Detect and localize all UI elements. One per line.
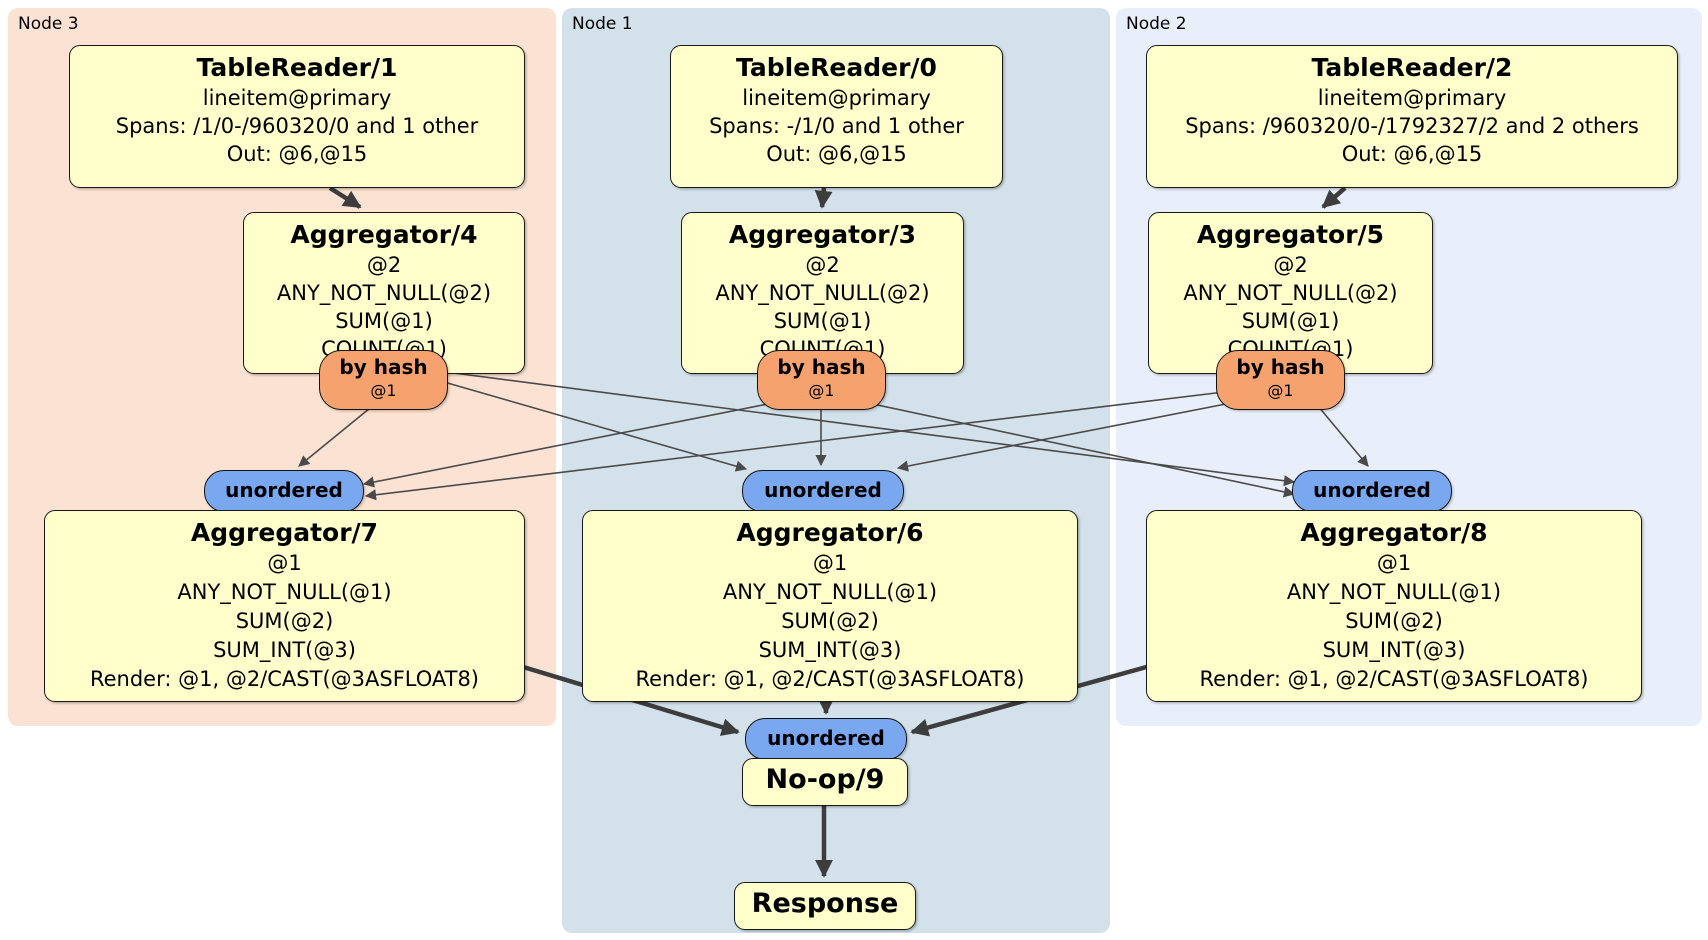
aggregator-5-line: @2 xyxy=(1273,253,1308,277)
tablereader-2-spans: Spans: /960320/0-/1792327/2 and 2 others xyxy=(1185,114,1639,138)
hash-router-node3-label: by hash xyxy=(339,355,428,379)
aggregator-8-box: Aggregator/8 @1 ANY_NOT_NULL(@1) SUM(@2)… xyxy=(1146,510,1642,702)
tablereader-2-index: lineitem@primary xyxy=(1317,86,1507,110)
aggregator-3-line: @2 xyxy=(805,253,840,277)
hash-router-node1-detail: @1 xyxy=(808,381,835,400)
aggregator-8-title: Aggregator/8 xyxy=(1300,518,1488,547)
aggregator-5-line: ANY_NOT_NULL(@2) xyxy=(1183,281,1398,305)
tablereader-0-out: Out: @6,@15 xyxy=(766,142,907,166)
aggregator-8-line: SUM_INT(@3) xyxy=(1322,638,1466,662)
aggregator-6-box: Aggregator/6 @1 ANY_NOT_NULL(@1) SUM(@2)… xyxy=(582,510,1078,702)
aggregator-4-line: @2 xyxy=(366,253,402,277)
tablereader-0-index: lineitem@primary xyxy=(742,86,931,110)
region-node-2-label: Node 2 xyxy=(1126,14,1187,34)
tablereader-0-box: TableReader/0 lineitem@primary Spans: -/… xyxy=(670,45,1003,188)
region-node-1-label: Node 1 xyxy=(572,14,633,34)
hash-router-node3-detail: @1 xyxy=(370,381,397,400)
hash-router-node2-detail: @1 xyxy=(1267,381,1294,400)
tablereader-1-box: TableReader/1 lineitem@primary Spans: /1… xyxy=(69,45,525,188)
tablereader-2-title: TableReader/2 xyxy=(1311,53,1513,82)
aggregator-4-box: Aggregator/4 @2 ANY_NOT_NULL(@2) SUM(@1)… xyxy=(243,212,525,374)
noop-9-box: No-op/9 xyxy=(742,758,908,806)
aggregator-7-title: Aggregator/7 xyxy=(190,518,379,547)
tablereader-2-box: TableReader/2 lineitem@primary Spans: /9… xyxy=(1146,45,1678,188)
aggregator-7-line: SUM(@2) xyxy=(235,609,334,633)
aggregator-3-title: Aggregator/3 xyxy=(728,220,917,249)
aggregator-3-line: SUM(@1) xyxy=(773,309,872,333)
aggregator-5-line: SUM(@1) xyxy=(1241,309,1340,333)
aggregator-6-render: Render: @1, @2/CAST(@3ASFLOAT8) xyxy=(635,667,1025,691)
aggregator-8-render: Render: @1, @2/CAST(@3ASFLOAT8) xyxy=(1199,667,1589,691)
unordered-sync-node1: unordered xyxy=(742,470,904,512)
aggregator-4-line: ANY_NOT_NULL(@2) xyxy=(276,281,492,305)
aggregator-6-line: ANY_NOT_NULL(@1) xyxy=(722,580,938,604)
aggregator-7-box: Aggregator/7 @1 ANY_NOT_NULL(@1) SUM(@2)… xyxy=(44,510,525,702)
aggregator-6-line: SUM_INT(@3) xyxy=(758,638,902,662)
aggregator-7-line: @1 xyxy=(267,551,302,575)
aggregator-3-box: Aggregator/3 @2 ANY_NOT_NULL(@2) SUM(@1)… xyxy=(681,212,964,374)
aggregator-5-title: Aggregator/5 xyxy=(1196,220,1385,249)
aggregator-7-line: SUM_INT(@3) xyxy=(213,638,356,662)
hash-router-node2: by hash @1 xyxy=(1216,350,1345,410)
tablereader-1-index: lineitem@primary xyxy=(202,86,392,110)
aggregator-8-line: ANY_NOT_NULL(@1) xyxy=(1286,580,1502,604)
tablereader-1-spans: Spans: /1/0-/960320/0 and 1 other xyxy=(115,114,479,138)
region-node-3-label: Node 3 xyxy=(18,14,79,34)
aggregator-7-line: ANY_NOT_NULL(@1) xyxy=(177,580,392,604)
tablereader-1-title: TableReader/1 xyxy=(196,53,398,82)
hash-router-node1-label: by hash xyxy=(777,355,866,379)
tablereader-0-spans: Spans: -/1/0 and 1 other xyxy=(709,114,964,138)
aggregator-7-render: Render: @1, @2/CAST(@3ASFLOAT8) xyxy=(89,667,480,691)
hash-router-node3: by hash @1 xyxy=(319,350,448,410)
tablereader-2-out: Out: @6,@15 xyxy=(1341,142,1483,166)
aggregator-6-line: SUM(@2) xyxy=(781,609,879,633)
tablereader-0-title: TableReader/0 xyxy=(736,53,937,82)
hash-router-node1: by hash @1 xyxy=(757,350,886,410)
unordered-sync-node2: unordered xyxy=(1292,470,1452,512)
unordered-sync-final: unordered xyxy=(745,718,907,760)
aggregator-4-title: Aggregator/4 xyxy=(290,220,478,249)
aggregator-6-line: @1 xyxy=(812,551,848,575)
unordered-sync-node3: unordered xyxy=(204,470,364,512)
response-title: Response xyxy=(751,888,899,919)
aggregator-8-line: @1 xyxy=(1376,551,1412,575)
aggregator-5-box: Aggregator/5 @2 ANY_NOT_NULL(@2) SUM(@1)… xyxy=(1148,212,1433,374)
aggregator-8-line: SUM(@2) xyxy=(1345,609,1443,633)
tablereader-1-out: Out: @6,@15 xyxy=(226,142,368,166)
noop-9-title: No-op/9 xyxy=(765,764,885,795)
aggregator-6-title: Aggregator/6 xyxy=(736,518,924,547)
aggregator-3-line: ANY_NOT_NULL(@2) xyxy=(715,281,930,305)
aggregator-4-line: SUM(@1) xyxy=(335,309,433,333)
hash-router-node2-label: by hash xyxy=(1236,355,1325,379)
response-box: Response xyxy=(734,882,916,930)
